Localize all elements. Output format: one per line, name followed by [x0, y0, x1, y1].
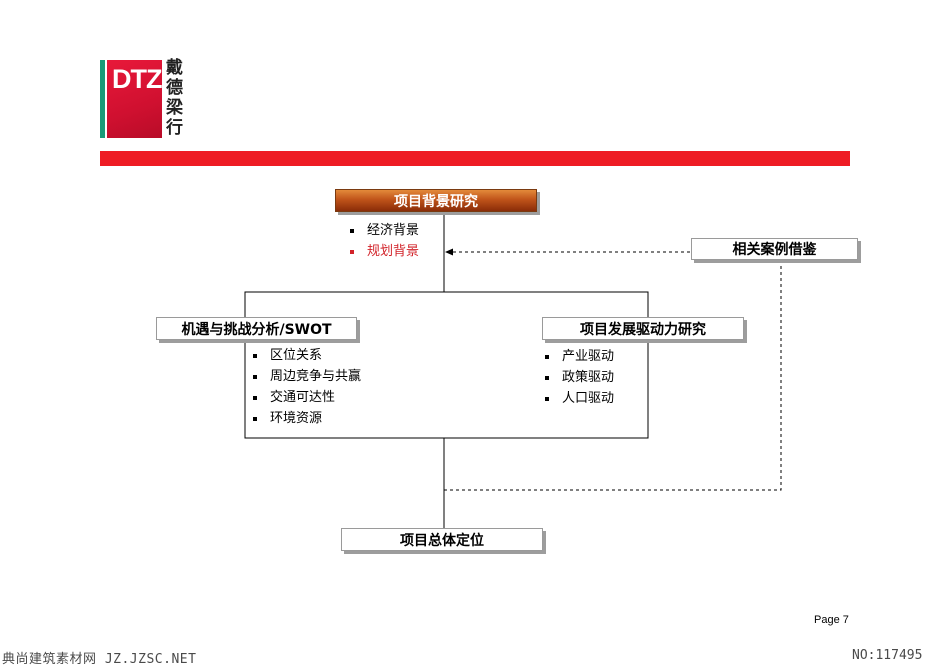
node-case-study: 相关案例借鉴 — [691, 238, 858, 260]
logo-accent-stripe — [100, 60, 105, 138]
page-number: Page 7 — [814, 614, 849, 626]
analysis-frame — [244, 291, 649, 439]
list-item: 交通可达性 — [253, 387, 361, 408]
swot-list: 区位关系 周边竞争与共赢 交通可达性 环境资源 — [253, 345, 361, 429]
node-swot-analysis: 机遇与挑战分析/SWOT — [156, 317, 357, 340]
list-item: 人口驱动 — [545, 388, 614, 409]
drivers-list: 产业驱动 政策驱动 人口驱动 — [545, 346, 614, 409]
logo-brand: DTZ — [112, 64, 162, 94]
logo-char: 行 — [166, 118, 183, 138]
node-label: 相关案例借鉴 — [732, 242, 817, 258]
list-item: 产业驱动 — [545, 346, 614, 367]
node-project-background: 项目背景研究 — [335, 189, 537, 212]
logo-mark — [107, 60, 162, 138]
logo-char: 德 — [166, 78, 183, 98]
logo-chinese-name: 戴 德 梁 行 — [166, 58, 188, 138]
node-driver-research: 项目发展驱动力研究 — [542, 317, 744, 340]
node-label: 项目发展驱动力研究 — [580, 321, 706, 338]
node-label: 项目总体定位 — [400, 532, 484, 549]
node-label: 项目背景研究 — [394, 193, 478, 210]
footer-watermark-right: NO:117495 — [852, 648, 923, 663]
list-item: 周边竞争与共赢 — [253, 366, 361, 387]
node-overall-positioning: 项目总体定位 — [341, 528, 543, 551]
header-band — [100, 151, 850, 166]
list-item: 区位关系 — [253, 345, 361, 366]
list-item-highlighted: 规划背景 — [350, 241, 419, 262]
list-item: 环境资源 — [253, 408, 361, 429]
list-item: 经济背景 — [350, 220, 419, 241]
node-label: 机遇与挑战分析/SWOT — [181, 321, 332, 338]
logo-char: 梁 — [166, 98, 183, 118]
footer-watermark-left: 典尚建筑素材网 JZ.JZSC.NET — [2, 652, 197, 667]
arrowhead-left — [445, 248, 453, 256]
dashed-connector-cases-out — [444, 260, 782, 491]
background-list: 经济背景 规划背景 — [350, 220, 419, 262]
logo-char: 戴 — [166, 58, 183, 78]
list-item: 政策驱动 — [545, 367, 614, 388]
